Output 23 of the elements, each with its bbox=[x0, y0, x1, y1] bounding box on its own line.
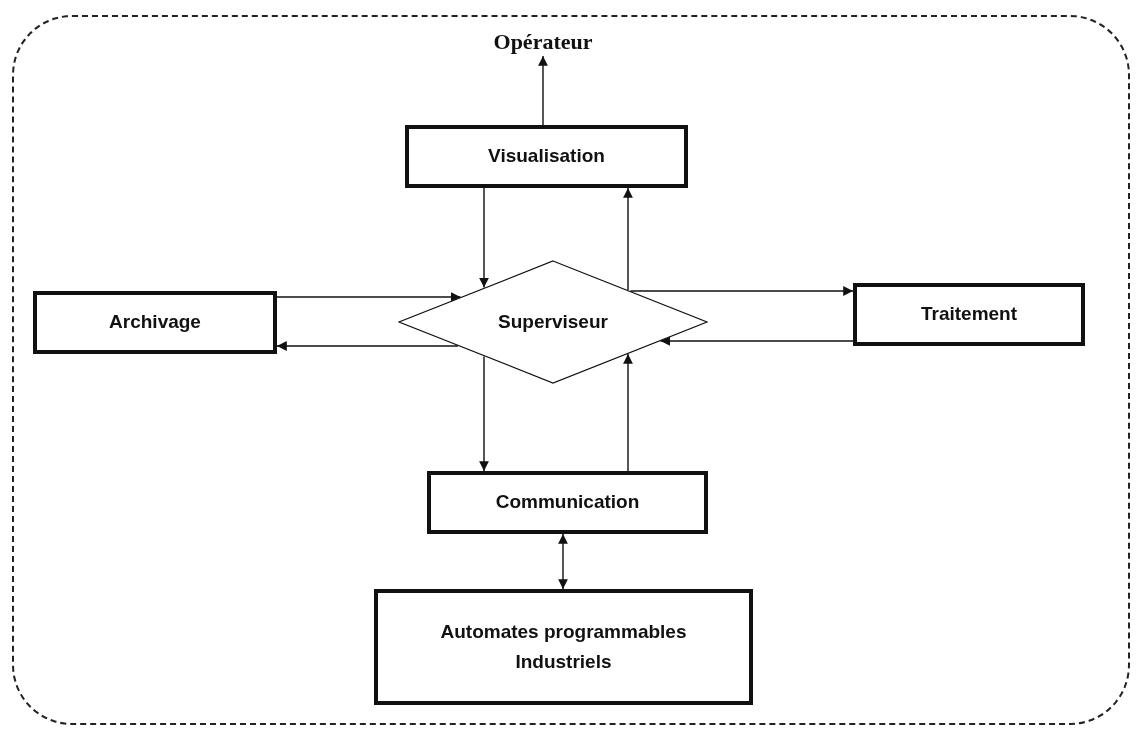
arrow bbox=[479, 355, 489, 472]
box-label: Traitement bbox=[920, 302, 1018, 327]
arrow bbox=[276, 341, 459, 351]
process-box bbox=[405, 125, 688, 188]
arrow bbox=[623, 353, 633, 472]
arrow bbox=[659, 336, 854, 346]
node-label: Superviseur bbox=[498, 309, 608, 334]
arrow bbox=[276, 292, 462, 302]
box-label: Archivage bbox=[109, 310, 201, 335]
node-label: Opérateur bbox=[493, 28, 593, 56]
arrow bbox=[623, 187, 633, 291]
arrow bbox=[479, 187, 489, 289]
arrow bbox=[558, 533, 568, 590]
box-label: Communication bbox=[495, 490, 640, 515]
process-box bbox=[427, 471, 708, 534]
process-box bbox=[33, 291, 277, 354]
process-box bbox=[853, 283, 1085, 346]
box-label: Automates programmables Industriels bbox=[439, 619, 688, 674]
box-label: Visualisation bbox=[488, 144, 605, 169]
arrow bbox=[629, 286, 854, 296]
process-box bbox=[374, 589, 753, 705]
arrow bbox=[538, 55, 548, 126]
dashed-boundary bbox=[12, 15, 1130, 725]
